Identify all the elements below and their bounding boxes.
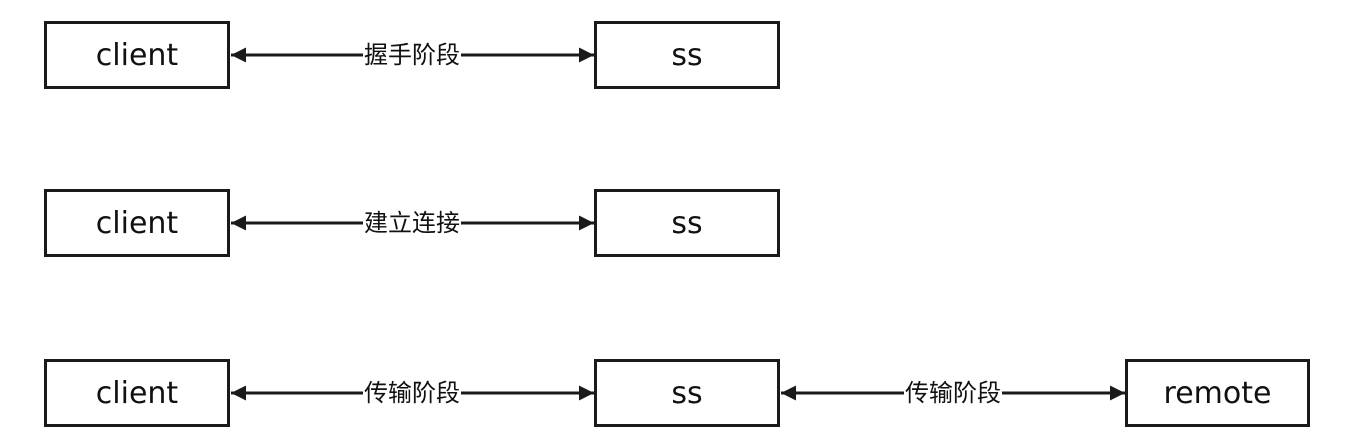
edge-label-row3-right: 传输阶段 <box>904 379 1002 407</box>
ss-node-row1: ss <box>594 21 780 89</box>
ss-node-row2: ss <box>594 189 780 257</box>
edge-label-row1: 握手阶段 <box>363 41 461 69</box>
remote-node-row3: remote <box>1125 359 1310 427</box>
client-node-row2: client <box>44 189 230 257</box>
client-node-row3: client <box>44 359 230 427</box>
ss-node-row3: ss <box>594 359 780 427</box>
edge-label-row3-left: 传输阶段 <box>363 379 461 407</box>
client-node-row1: client <box>44 21 230 89</box>
edge-label-row2: 建立连接 <box>363 209 461 237</box>
